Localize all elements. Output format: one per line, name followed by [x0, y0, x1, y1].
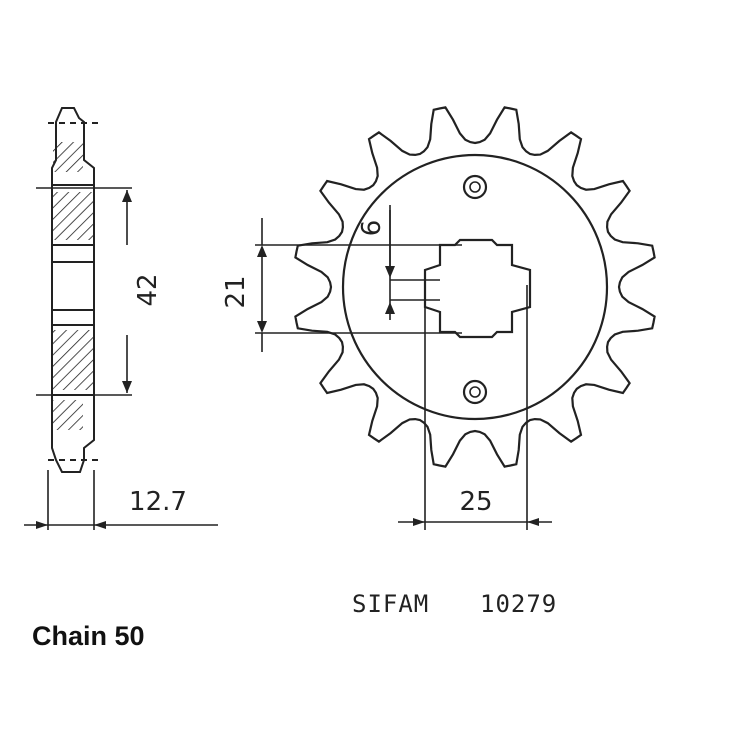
side-hatch-bottom: [53, 400, 83, 430]
hub-circle: [341, 153, 609, 421]
dim-25-label: 25: [459, 487, 492, 517]
brand-label: SIFAM: [352, 590, 429, 618]
bolt-hole-bottom: [462, 379, 488, 405]
dim-42-label: 42: [133, 273, 163, 306]
sprocket-teeth-outline: [294, 106, 656, 468]
dim-6-label: 6: [357, 220, 387, 237]
bolt-hole-top: [462, 174, 488, 200]
spline-bore: [423, 238, 532, 339]
side-hatch-lower: [53, 330, 93, 390]
front-view: [294, 106, 656, 468]
part-number-label: 10279: [480, 590, 557, 618]
dim-21-label: 21: [221, 275, 251, 308]
chain-label: Chain 50: [32, 621, 145, 651]
side-view: [24, 107, 218, 530]
dim-12-7-label: 12.7: [129, 487, 187, 517]
side-hatch-upper: [53, 192, 93, 240]
side-hatch-top: [53, 142, 83, 172]
